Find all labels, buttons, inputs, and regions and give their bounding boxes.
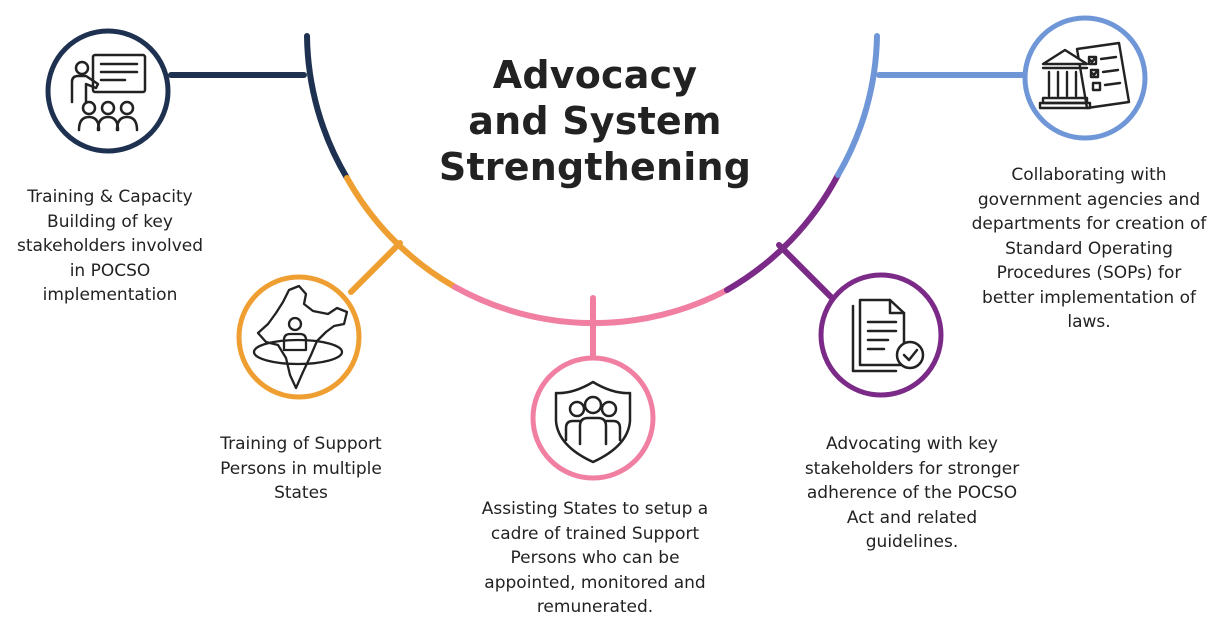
label-line: Standard Operating xyxy=(1005,238,1173,259)
arc-segment-navy xyxy=(304,33,350,181)
label-line: Collaborating with xyxy=(1011,165,1167,185)
support-persons-training-label: Training of Support Persons in multiple … xyxy=(188,432,414,506)
presentation-training-icon xyxy=(70,53,147,132)
label-line: Building of key xyxy=(47,211,173,232)
arc-segment-orange xyxy=(344,175,458,290)
label-line: guidelines. xyxy=(865,532,959,552)
collaborating-label: Collaborating with government agencies a… xyxy=(960,163,1218,335)
label-line: Act and related xyxy=(846,507,978,528)
government-building-checklist-icon xyxy=(1038,41,1131,110)
label-line: Training & Capacity xyxy=(27,187,193,207)
assisting-states-label: Assisting States to setup a cadre of tra… xyxy=(460,497,730,620)
label-line: Assisting States to setup a xyxy=(481,499,709,519)
arc-segment-blue xyxy=(835,33,880,178)
connectors xyxy=(168,72,1025,359)
shield-group-icon xyxy=(554,380,632,464)
label-line: stakeholders involved xyxy=(16,236,204,256)
diagram-title: Advocacy and System Strengthening xyxy=(430,52,760,190)
title-line-1: Advocacy xyxy=(492,53,698,97)
india-map-person-icon xyxy=(252,284,349,390)
label-line: Procedures (SOPs) for xyxy=(996,263,1182,283)
node-circle-collab xyxy=(1022,15,1148,141)
label-line: in POCSO xyxy=(69,260,151,281)
node-circle-support xyxy=(236,274,362,400)
label-line: appointed, monitored and xyxy=(484,572,706,593)
label-line: remunerated. xyxy=(536,597,654,617)
advocating-label: Advocating with key stakeholders for str… xyxy=(780,432,1044,555)
connector-purple xyxy=(776,242,836,302)
label-line: better implementation of xyxy=(982,287,1196,308)
label-line: adherence of the POCSO xyxy=(806,483,1018,503)
label-line: States xyxy=(274,483,328,503)
label-line: Advocating with key xyxy=(826,434,998,454)
node-circle-advocating xyxy=(818,272,944,398)
arc-segment-purple xyxy=(724,172,841,293)
label-line: Training of Support xyxy=(220,434,382,454)
label-line: departments for creation of xyxy=(971,214,1207,234)
connector-orange xyxy=(348,240,403,295)
label-line: government agencies and xyxy=(977,189,1201,210)
title-line-3: Strengthening xyxy=(438,145,752,189)
label-line: Persons in multiple xyxy=(220,458,382,479)
label-line: implementation xyxy=(42,285,178,305)
label-line: Persons who can be xyxy=(510,548,680,568)
document-check-icon xyxy=(851,298,925,373)
training-capacity-label: Training & Capacity Building of key stak… xyxy=(2,185,218,308)
label-line: stakeholders for stronger xyxy=(804,458,1020,479)
label-line: laws. xyxy=(1067,312,1111,332)
label-line: cadre of trained Support xyxy=(490,523,700,544)
title-line-2: and System xyxy=(468,99,722,143)
